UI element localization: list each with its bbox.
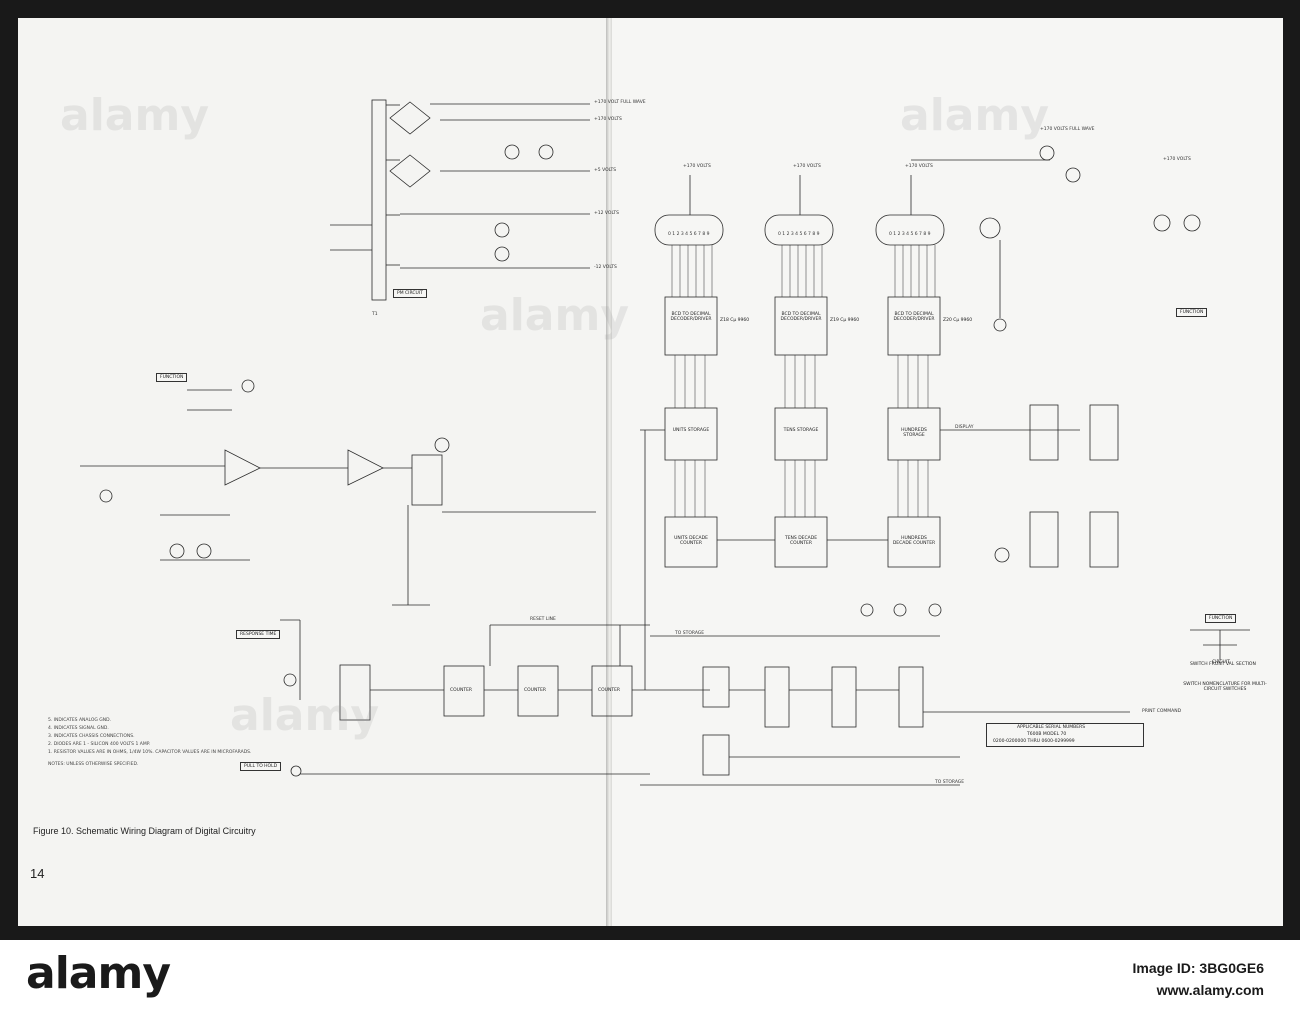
- svg-text:0 1 2 3 4 5 6 7 8 9: 0 1 2 3 4 5 6 7 8 9: [668, 231, 710, 237]
- serial-number-box: APPLICABLE SERIAL NUMBERS T600B MODEL 70…: [986, 723, 1144, 747]
- watermark-bar: [0, 940, 1300, 1020]
- watermark-overlay: alamy: [60, 90, 209, 141]
- storage-block: TENS STORAGE: [783, 428, 819, 433]
- switch-legend-caption: SWITCH NOMENCLATURE FOR MULTI-CIRCUIT SW…: [1183, 682, 1267, 692]
- watermark-overlay: alamy: [480, 290, 629, 341]
- svg-text:+170 VOLTS: +170 VOLTS: [683, 163, 711, 169]
- switch-legend-item: SECTION: [1236, 662, 1256, 667]
- decoder-ref: Z18 Cμ 9960: [720, 318, 750, 323]
- image-id: Image ID: 3BG0GE6: [1132, 960, 1265, 976]
- function-tag-legend: FUNCTION: [1205, 614, 1237, 623]
- svg-text:+170 VOLTS: +170 VOLTS: [793, 163, 821, 169]
- figure-caption: Figure 10. Schematic Wiring Diagram of D…: [33, 826, 256, 836]
- rail-label: +12 VOLTS: [594, 211, 619, 216]
- decoder-block: BCD TO DECIMAL DECODER/DRIVER: [670, 312, 712, 322]
- display-label: DISPLAY: [955, 425, 974, 430]
- serial-model: T600B MODEL 70: [1027, 732, 1067, 737]
- page-number: 14: [30, 866, 45, 881]
- svg-text:+170 VOLTS: +170 VOLTS: [905, 163, 933, 169]
- rail-label: +5 VOLTS: [594, 168, 617, 173]
- to-storage-label: TO STORAGE: [675, 631, 705, 636]
- note-line: 3. INDICATES CHASSIS CONNECTIONS.: [48, 734, 135, 739]
- counter-block: COUNTER: [450, 688, 473, 693]
- svg-text:+170 VOLTS: +170 VOLTS: [1163, 156, 1191, 162]
- rail-label: +170 VOLTS: [594, 117, 622, 122]
- svg-text:+170 VOLTS FULL WAVE: +170 VOLTS FULL WAVE: [1040, 126, 1095, 132]
- switch-legend-item: CIRCUIT: [1212, 660, 1230, 665]
- rail-label: -12 VOLTS: [594, 265, 617, 270]
- pm-circuit-tag: PM CIRCUIT: [393, 289, 427, 298]
- schematic-drawing: 0 1 2 3 4 5 6 7 8 9 0 1 2 3 4 5 6 7 8 9 …: [80, 99, 1250, 786]
- note-line: 1. RESISTOR VALUES ARE IN OHMS, 1/4W 10%…: [48, 750, 252, 755]
- storage-block: UNITS STORAGE: [672, 428, 710, 433]
- transformer-label: T1: [372, 312, 378, 317]
- decoder-ref: Z19 Cμ 9960: [830, 318, 860, 323]
- rail-label: +170 VOLT FULL WAVE: [594, 100, 646, 105]
- left-page: [18, 18, 608, 926]
- watermark-overlay: alamy: [900, 90, 1049, 141]
- to-storage-label: TO STORAGE: [935, 780, 965, 785]
- svg-text:0 1 2 3 4 5 6 7 8 9: 0 1 2 3 4 5 6 7 8 9: [778, 231, 820, 237]
- note-line: 2. DIODES ARE 1 - SILICON 400 VOLTS 1 AM…: [48, 742, 151, 747]
- notes-heading: NOTES: UNLESS OTHERWISE SPECIFIED.: [48, 762, 139, 767]
- function-tag-right: FUNCTION: [1176, 308, 1208, 317]
- note-line: 5. INDICATES ANALOG GND.: [48, 718, 112, 723]
- counter-block: COUNTER: [524, 688, 547, 693]
- watermark-logo: alamy: [26, 948, 171, 999]
- switch-legend-item: SWITCH FRONT VAL: [1190, 662, 1235, 667]
- decade-counter-block: TENS DECADE COUNTER: [784, 536, 818, 546]
- print-command-label: PRINT COMMAND: [1142, 709, 1182, 714]
- decoder-block: BCD TO DECIMAL DECODER/DRIVER: [780, 312, 822, 322]
- decade-counter-block: UNITS DECADE COUNTER: [674, 536, 708, 546]
- storage-block: HUNDREDS STORAGE: [901, 428, 927, 438]
- watermark-overlay: alamy: [230, 690, 379, 741]
- function-tag-left: FUNCTION: [156, 373, 188, 382]
- decoder-ref: Z20 Cμ 9960: [943, 318, 973, 323]
- serial-range: 0200-0200000 THRU 0600-0299999: [993, 739, 1075, 744]
- decade-counter-block: HUNDREDS DECADE COUNTER: [892, 536, 936, 546]
- note-line: 4. INDICATES SIGNAL GND.: [48, 726, 109, 731]
- decoder-block: BCD TO DECIMAL DECODER/DRIVER: [893, 312, 935, 322]
- counter-block: COUNTER: [598, 688, 621, 693]
- reset-line-label: RESET LINE: [530, 617, 556, 622]
- serial-title: APPLICABLE SERIAL NUMBERS: [1017, 725, 1086, 730]
- response-time-tag: RESPONSE TIME: [236, 630, 281, 639]
- watermark-url: www.alamy.com: [1156, 982, 1264, 998]
- page-gutter: [606, 18, 612, 926]
- svg-text:0 1 2 3 4 5 6 7 8 9: 0 1 2 3 4 5 6 7 8 9: [889, 231, 931, 237]
- pull-to-hold-tag: PULL TO HOLD: [240, 762, 282, 771]
